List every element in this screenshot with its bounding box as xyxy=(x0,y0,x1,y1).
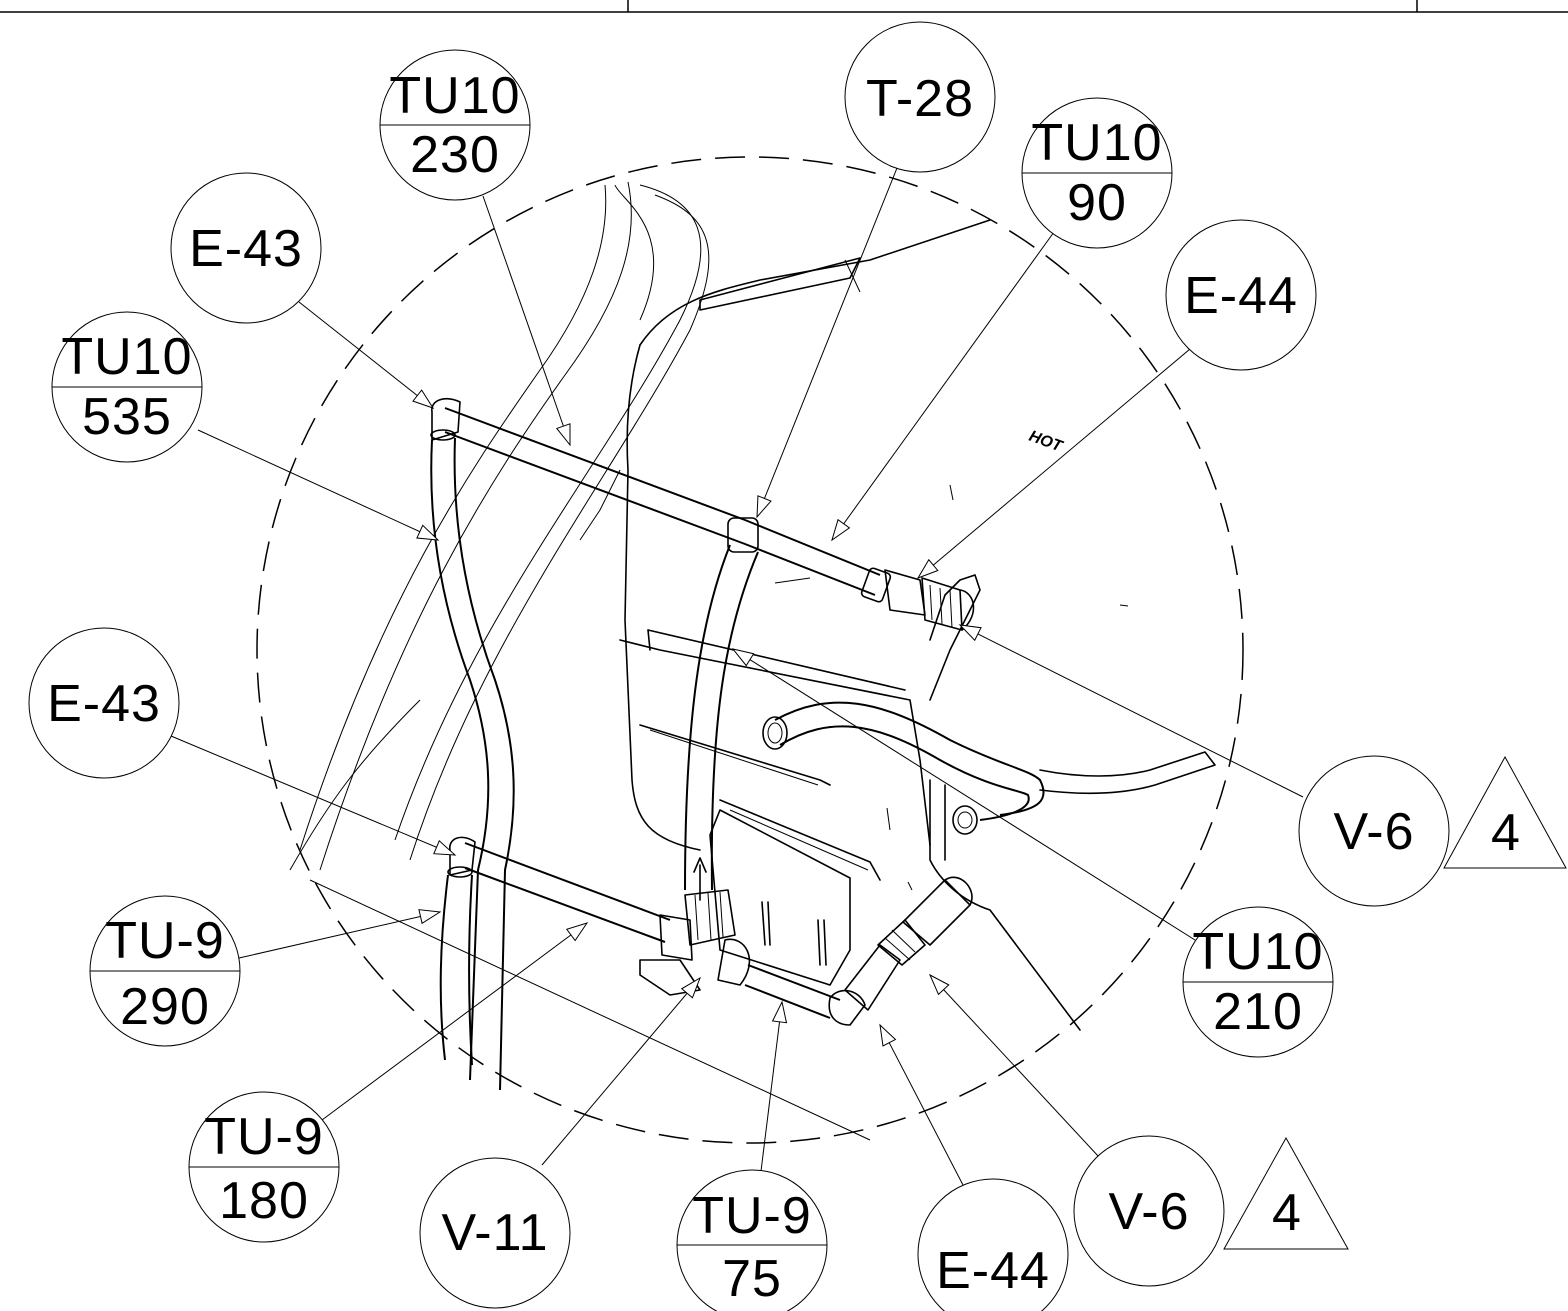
leader-t-28 xyxy=(756,167,898,518)
arrowhead-e-44-bottom xyxy=(879,1023,897,1047)
arrowhead-tu10-210 xyxy=(731,648,755,667)
arrowhead-tu10-535 xyxy=(416,524,440,541)
callout-e-43-bottom-part: E-43 xyxy=(47,675,161,733)
callout-tu-9-180-part: TU-9 xyxy=(204,1108,324,1166)
callout-e-44-bottom-part: E-44 xyxy=(936,1242,1050,1300)
arrowhead-tu-9-290 xyxy=(418,909,442,925)
callout-tu-9-290: TU-9 290 xyxy=(89,895,241,1047)
callout-tu10-210-part: TU10 xyxy=(1192,923,1323,981)
callout-e-44-top: E-44 xyxy=(1165,219,1317,371)
leader-tu-9-75 xyxy=(760,1001,783,1172)
callout-t-28-part: T-28 xyxy=(866,70,974,128)
callout-v-11-part: V-11 xyxy=(441,1204,548,1262)
callout-tu10-230-qty: 230 xyxy=(410,126,500,184)
leader-v-11 xyxy=(541,977,701,1166)
callout-tu-9-180: TU-9 180 xyxy=(188,1091,340,1243)
callout-tu-9-180-qty: 180 xyxy=(219,1172,309,1230)
callout-t-28: T-28 xyxy=(844,21,996,173)
title-block-edge xyxy=(0,0,1568,13)
callout-v-6-bottom: V-6 4 xyxy=(1073,1135,1349,1287)
revision-triangle xyxy=(1443,755,1567,869)
arrowhead-t-28 xyxy=(756,495,772,519)
arrowhead-tu-9-75 xyxy=(771,1000,788,1024)
callout-e-43-top-part: E-43 xyxy=(189,220,303,278)
machine-housing xyxy=(619,219,1216,1031)
callout-e-44-top-part: E-44 xyxy=(1184,267,1298,325)
callout-tu10-90-part: TU10 xyxy=(1031,114,1162,172)
leader-tu10-210 xyxy=(732,648,1196,941)
callout-e-43-top: E-43 xyxy=(170,172,322,324)
background-hoses xyxy=(289,181,871,1141)
callout-e-44-bottom: E-44 xyxy=(917,1178,1069,1311)
leader-e-44-top xyxy=(917,348,1191,579)
callout-tu10-230-part: TU10 xyxy=(389,67,520,125)
leader-tu10-535 xyxy=(197,429,439,541)
callout-v-6-bottom-part: V-6 xyxy=(1108,1183,1189,1241)
arrowhead-tu-9-180 xyxy=(565,922,589,942)
arrowhead-v-6-right xyxy=(958,624,982,642)
callout-tu10-90: TU10 90 xyxy=(1021,97,1173,249)
arrowhead-v-11 xyxy=(680,976,701,999)
leader-v-6-bottom xyxy=(929,974,1100,1158)
callout-v-6-bottom-note: 4 xyxy=(1272,1184,1302,1242)
revision-triangle xyxy=(1223,1136,1349,1250)
arrowhead-v-6-bottom xyxy=(928,973,950,996)
callout-tu10-535-qty: 535 xyxy=(82,388,172,446)
callout-tu-9-75-part: TU-9 xyxy=(692,1187,812,1245)
callout-tu-9-75-qty: 75 xyxy=(722,1250,782,1308)
leader-e-44-bottom xyxy=(879,1024,964,1186)
leader-lines xyxy=(170,167,1304,1186)
callout-e-43-bottom: E-43 xyxy=(28,627,180,779)
callout-tu10-210: TU10 210 xyxy=(1182,906,1334,1058)
leader-tu10-230 xyxy=(482,195,571,446)
arrowhead-e-43-bottom xyxy=(433,839,457,856)
callout-tu-9-290-qty: 290 xyxy=(120,978,210,1036)
leader-tu10-90 xyxy=(831,231,1055,541)
callout-tu10-90-qty: 90 xyxy=(1067,174,1127,232)
leader-e-43-top xyxy=(298,301,434,409)
callout-v-6-right: V-6 4 xyxy=(1298,755,1567,907)
callout-tu-9-75: TU-9 75 xyxy=(676,1169,828,1311)
leader-tu-9-180 xyxy=(321,922,588,1121)
hot-label: HOT xyxy=(1027,428,1066,456)
callout-tu10-535: TU10 535 xyxy=(51,311,203,463)
callout-tu-9-290-part: TU-9 xyxy=(105,912,225,970)
callout-v-11: V-11 xyxy=(419,1157,571,1309)
callout-v-6-right-part: V-6 xyxy=(1333,803,1414,861)
leader-e-43-bottom xyxy=(170,735,456,856)
arrowhead-e-43-top xyxy=(412,389,435,409)
arrowhead-tu10-230 xyxy=(555,423,571,447)
arrowhead-e-44-top xyxy=(916,558,939,579)
detail-view-boundary xyxy=(256,156,1244,1144)
callout-tu10-210-qty: 210 xyxy=(1213,983,1303,1041)
callout-tu10-535-part: TU10 xyxy=(61,328,192,386)
callout-v-6-right-note: 4 xyxy=(1491,804,1521,862)
leader-tu-9-290 xyxy=(238,911,441,959)
leader-v-6-right xyxy=(959,624,1304,798)
arrowhead-tu10-90 xyxy=(831,518,851,542)
callout-tu10-230: TU10 230 xyxy=(379,49,531,201)
